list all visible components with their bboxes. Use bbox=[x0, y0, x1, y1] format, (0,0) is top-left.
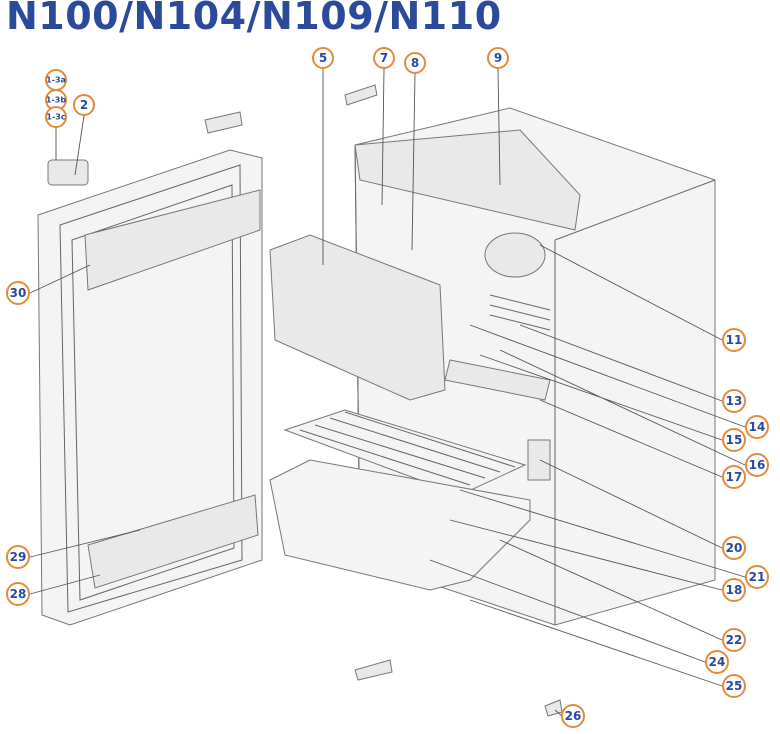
page-title: N100/N104/N109/N110 bbox=[6, 0, 502, 38]
callout-22: 22 bbox=[722, 628, 746, 652]
svg-text:15: 15 bbox=[726, 433, 743, 447]
svg-text:22: 22 bbox=[726, 633, 743, 647]
callout-30: 30 bbox=[6, 281, 30, 305]
small-part-7 bbox=[344, 84, 378, 106]
svg-text:18: 18 bbox=[726, 583, 743, 597]
svg-text:7: 7 bbox=[380, 51, 388, 65]
door-shelf-top bbox=[84, 189, 261, 291]
callout-18: 18 bbox=[722, 578, 746, 602]
hinge-bottom bbox=[354, 659, 393, 681]
svg-text:17: 17 bbox=[726, 470, 743, 484]
svg-text:8: 8 bbox=[411, 56, 419, 70]
svg-text:5: 5 bbox=[319, 51, 327, 65]
callout-21: 21 bbox=[745, 565, 769, 589]
inner-shelf bbox=[444, 359, 551, 401]
callout-8: 8 bbox=[404, 52, 426, 74]
svg-text:13: 13 bbox=[726, 394, 743, 408]
callout-24: 24 bbox=[705, 650, 729, 674]
svg-text:16: 16 bbox=[749, 458, 766, 472]
svg-text:2: 2 bbox=[80, 98, 88, 112]
crisper-drawer bbox=[269, 459, 531, 591]
callout-20: 20 bbox=[722, 536, 746, 560]
callout-5: 5 bbox=[312, 47, 334, 69]
svg-text:29: 29 bbox=[10, 550, 27, 564]
callout-16: 16 bbox=[745, 453, 769, 477]
svg-text:14: 14 bbox=[749, 420, 766, 434]
door-bin-bottom bbox=[87, 494, 259, 589]
leader-lines bbox=[29, 68, 746, 717]
callout-17: 17 bbox=[722, 465, 746, 489]
wire-shelf bbox=[283, 409, 527, 496]
svg-text:1-3a: 1-3a bbox=[46, 76, 66, 85]
callout-26: 26 bbox=[561, 704, 585, 728]
label-plate bbox=[527, 439, 551, 481]
fan bbox=[484, 232, 546, 278]
svg-text:20: 20 bbox=[726, 541, 743, 555]
callout-13: 13 bbox=[722, 389, 746, 413]
callout-9: 9 bbox=[487, 47, 509, 69]
callout-2: 2 bbox=[73, 94, 95, 116]
callout-7: 7 bbox=[373, 47, 395, 69]
callout-29: 29 bbox=[6, 545, 30, 569]
svg-text:30: 30 bbox=[10, 286, 27, 300]
baffle-panel bbox=[269, 234, 446, 401]
hinge-part bbox=[47, 159, 89, 186]
callout-11: 11 bbox=[722, 328, 746, 352]
callout-1-3a: 1-3a bbox=[45, 69, 67, 91]
svg-text:11: 11 bbox=[726, 333, 743, 347]
control-panel bbox=[354, 129, 581, 231]
door bbox=[37, 111, 263, 626]
callout-25: 25 bbox=[722, 674, 746, 698]
svg-text:9: 9 bbox=[494, 51, 502, 65]
svg-text:24: 24 bbox=[709, 655, 726, 669]
callout-1-3c: 1-3c bbox=[45, 106, 67, 128]
callout-28: 28 bbox=[6, 582, 30, 606]
callout-15: 15 bbox=[722, 428, 746, 452]
hinge-pin bbox=[204, 111, 243, 134]
svg-text:1-3c: 1-3c bbox=[46, 113, 65, 122]
svg-text:25: 25 bbox=[726, 679, 743, 693]
svg-text:1-3b: 1-3b bbox=[46, 96, 66, 105]
svg-text:26: 26 bbox=[565, 709, 582, 723]
svg-text:21: 21 bbox=[749, 570, 766, 584]
svg-text:28: 28 bbox=[10, 587, 27, 601]
callout-14: 14 bbox=[745, 415, 769, 439]
